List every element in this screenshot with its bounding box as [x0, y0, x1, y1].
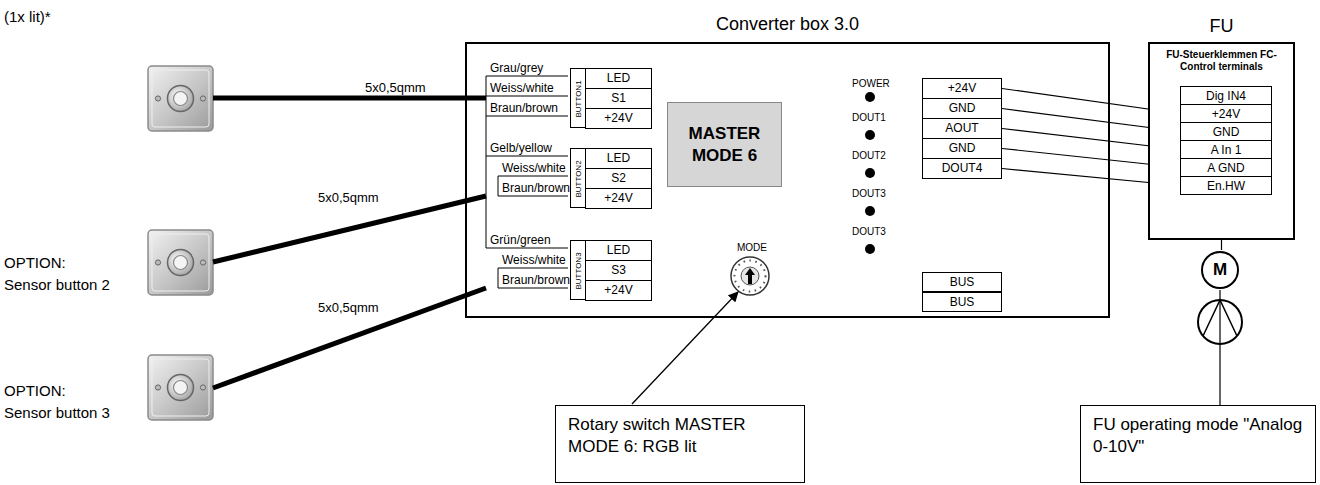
- terminal: Dig IN4: [1180, 86, 1272, 105]
- terminal-label: BUS: [926, 293, 998, 311]
- motor-symbol: M: [1200, 250, 1240, 290]
- led-label: DOUT1: [852, 111, 886, 124]
- terminal: +24V: [922, 78, 1002, 99]
- sensor-button: [148, 355, 213, 420]
- terminal-label: Dig IN4: [1184, 87, 1268, 105]
- wire-color: Grün/green: [490, 233, 551, 248]
- wire-color: Braun/brown: [502, 273, 570, 288]
- box-title: Converter box 3.0: [467, 14, 1108, 34]
- cable-label: 5x0,5qmm: [318, 300, 379, 316]
- terminal-label: +24V: [589, 281, 648, 299]
- terminal-label: S3: [589, 261, 648, 279]
- terminal-label: +24V: [1184, 105, 1268, 123]
- sensor-button: [148, 230, 213, 295]
- terminal: S2: [585, 168, 652, 189]
- terminal-label: DOUT4: [926, 159, 998, 177]
- terminal-label: LED: [589, 149, 648, 167]
- terminal: S3: [585, 260, 652, 281]
- sensor-button: [148, 66, 213, 131]
- terminal-label: A GND: [1184, 159, 1268, 177]
- terminal-label: GND: [926, 139, 998, 157]
- terminal: LED: [585, 68, 652, 89]
- wire-connector: [1221, 240, 1222, 250]
- terminal-label: LED: [589, 241, 648, 259]
- box-heading: FU-Steuerklemmen FC-Control terminals: [1150, 49, 1293, 73]
- terminal: DOUT4: [922, 158, 1002, 179]
- wire-connector: [1219, 290, 1220, 405]
- terminal-label: GND: [1184, 123, 1268, 141]
- terminal-label: A In 1: [1184, 141, 1268, 159]
- callout-box: FU operating mode "Analog 0-10V": [1080, 405, 1316, 483]
- block-label: BUTTON1: [571, 69, 586, 129]
- wire-color: Braun/brown: [502, 181, 570, 196]
- terminal-label: S2: [589, 169, 648, 187]
- terminal-block: BUTTON1LED S1 +24V: [570, 68, 652, 128]
- terminal: A In 1: [1180, 140, 1272, 159]
- caption-label: OPTION:: [4, 382, 66, 400]
- frequency-converter: FUFU-Steuerklemmen FC-Control terminalsD…: [1148, 42, 1295, 240]
- block-label: BUTTON3: [571, 241, 586, 301]
- cable: [213, 98, 486, 388]
- terminal-label: En.HW: [1184, 177, 1268, 195]
- callout-text: Rotary switch MASTER MODE 6: RGB lit: [568, 414, 792, 458]
- terminal: +24V: [585, 188, 652, 209]
- terminal-label: AOUT: [926, 119, 998, 137]
- terminal: GND: [922, 98, 1002, 119]
- terminal-label: S1: [589, 89, 648, 107]
- wire-color: Braun/brown: [490, 101, 558, 116]
- caption-label: Sensor button 2: [4, 276, 110, 294]
- terminal: En.HW: [1180, 176, 1272, 195]
- terminal: GND: [1180, 122, 1272, 141]
- wire-color: Gelb/yellow: [490, 141, 552, 156]
- led-label: DOUT3: [852, 187, 886, 200]
- terminal-label: +24V: [589, 109, 648, 127]
- terminal-label: BUS: [926, 273, 998, 291]
- terminal: S1: [585, 88, 652, 109]
- switch-label: MODE: [737, 241, 767, 254]
- wire-color: Weiss/white: [502, 161, 566, 176]
- terminal-block: BUTTON3LED S3 +24V: [570, 240, 652, 300]
- block-label: BUTTON2: [571, 149, 586, 209]
- terminal: +24V: [585, 108, 652, 129]
- callout-box: Rotary switch MASTER MODE 6: RGB lit: [555, 405, 805, 483]
- bus-terminal: BUS: [922, 272, 1002, 292]
- terminal-label: GND: [926, 99, 998, 117]
- terminal: A GND: [1180, 158, 1272, 177]
- mode-display: MASTER MODE 6: [667, 102, 782, 187]
- terminal: +24V: [585, 280, 652, 301]
- bus-terminal: BUS: [922, 292, 1002, 312]
- led-label: DOUT3: [852, 225, 886, 238]
- led-label: DOUT2: [852, 149, 886, 162]
- box-title: FU: [1150, 16, 1293, 36]
- wire-color: Grau/grey: [490, 61, 543, 76]
- terminal-label: +24V: [926, 79, 998, 97]
- terminal: GND: [922, 138, 1002, 159]
- terminal-label: MASTER MODE 6: [686, 123, 763, 167]
- callout-text: FU operating mode "Analog 0-10V": [1093, 414, 1303, 458]
- caption-label: OPTION:: [4, 254, 66, 272]
- terminal: +24V: [1180, 104, 1272, 123]
- wire-color: Weiss/white: [502, 253, 566, 268]
- cable-label: 5x0,5qmm: [365, 80, 426, 96]
- wire-color: Weiss/white: [490, 81, 554, 96]
- led-label: POWER: [852, 77, 890, 90]
- terminal-label: LED: [589, 69, 648, 87]
- cable-label: 5x0,5qmm: [318, 190, 379, 206]
- rotary-switch: [731, 257, 769, 295]
- terminal: LED: [585, 240, 652, 261]
- terminal-label: M: [1213, 260, 1227, 280]
- callout-arrow: [632, 292, 738, 404]
- terminal: AOUT: [922, 118, 1002, 139]
- caption-label: (1x lit)*: [4, 8, 51, 26]
- terminal-label: +24V: [589, 189, 648, 207]
- terminal: LED: [585, 148, 652, 169]
- terminal-block: BUTTON2LED S2 +24V: [570, 148, 652, 208]
- caption-label: Sensor button 3: [4, 404, 110, 422]
